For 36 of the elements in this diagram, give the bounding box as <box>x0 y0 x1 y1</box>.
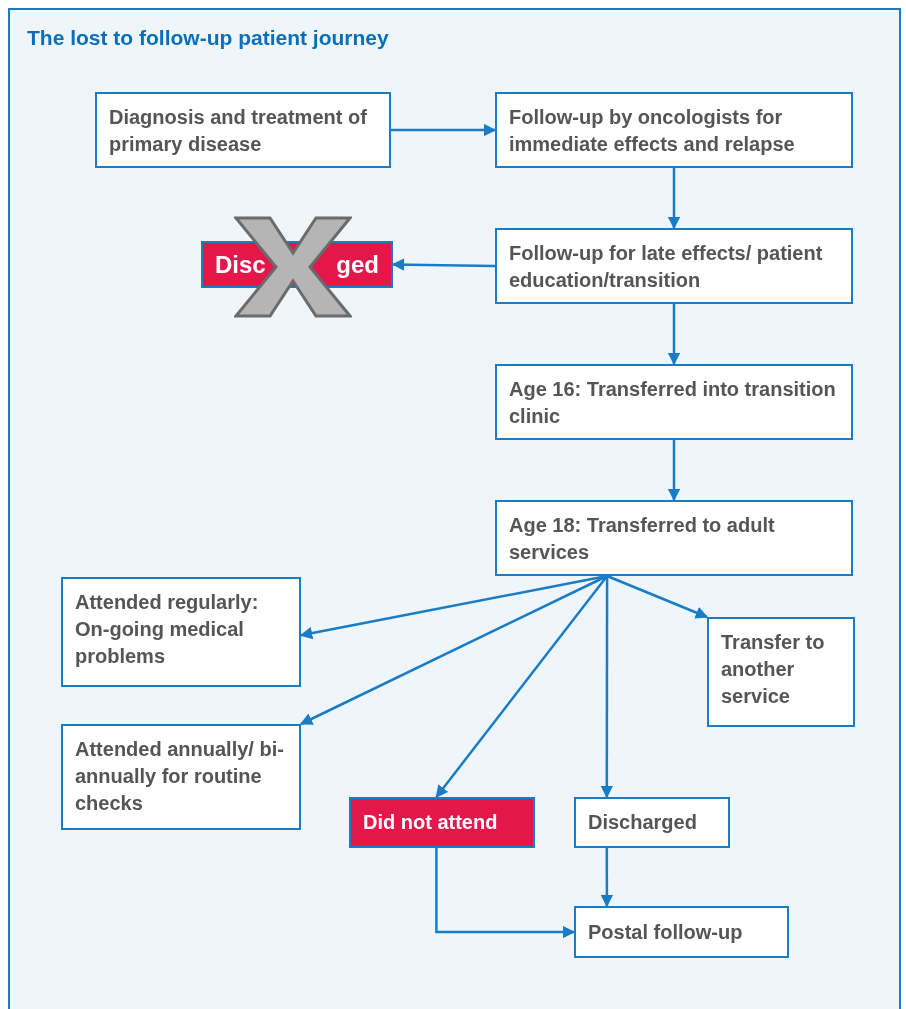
box-text: Diagnosis and treatment of primary disease <box>109 106 367 155</box>
process-box <box>495 228 853 304</box>
alert-box <box>349 797 535 848</box>
process-box <box>495 364 853 440</box>
process-box <box>495 92 853 168</box>
process-box <box>574 906 789 958</box>
box-text: Attended annually/ bi-annually for routine checks <box>75 738 284 814</box>
box-text: Age 18: Transferred to adult services <box>509 514 775 563</box>
arrow <box>606 574 709 619</box>
box-text: Postal follow-up <box>588 919 743 945</box>
box-text: Attended regularly: On-going medical problems <box>75 591 259 667</box>
arrow <box>391 258 495 271</box>
box-text: ged <box>336 251 379 278</box>
arrow <box>600 576 614 799</box>
box-text: Transfer to another service <box>721 631 825 707</box>
process-box <box>61 724 301 830</box>
box-text: Did not attend <box>363 810 498 835</box>
arrow <box>600 848 614 908</box>
diagram-title: The lost to follow-up patient journey <box>27 26 389 50</box>
arrow <box>435 848 576 939</box>
arrow <box>667 168 681 230</box>
process-box <box>707 617 855 727</box>
process-box <box>495 500 853 576</box>
process-box <box>574 797 730 848</box>
process-box <box>95 92 391 168</box>
arrow <box>667 440 681 502</box>
arrow <box>435 575 609 798</box>
arrow <box>391 123 497 137</box>
box-text: Age 16: Transferred into transition clinic <box>509 378 836 427</box>
box-text: Discharged <box>588 810 697 835</box>
box-text: Disc <box>215 251 266 278</box>
arrow <box>667 304 681 366</box>
arrow <box>299 574 608 726</box>
box-text: Follow-up for late effects/ patient education/transition <box>509 242 823 291</box>
process-box <box>61 577 301 687</box>
box-text: Follow-up by oncologists for immediate effects and relapse <box>509 106 795 155</box>
